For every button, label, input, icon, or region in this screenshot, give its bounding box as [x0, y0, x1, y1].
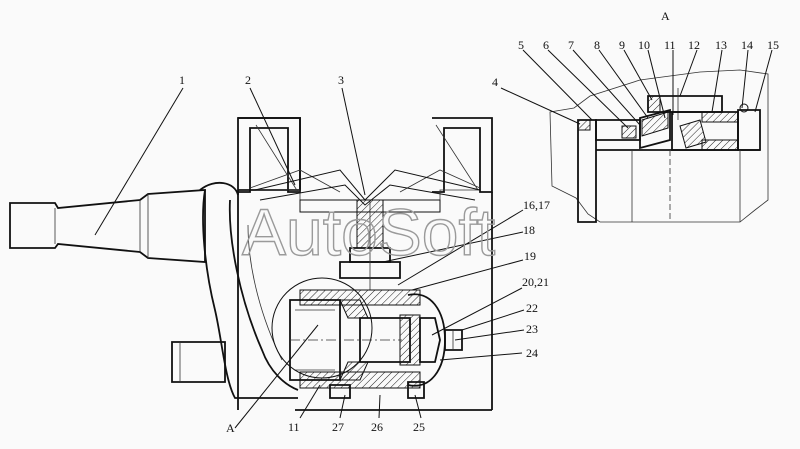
callout-22: 22: [526, 301, 538, 315]
section-label-a: A: [226, 421, 235, 435]
callout-10: 10: [638, 38, 650, 52]
center-bolt: [339, 199, 401, 290]
axle-spindle: [9, 189, 206, 263]
callout-4: 4: [492, 75, 498, 89]
callout-16-17: 16,17: [523, 198, 550, 212]
callout-24: 24: [526, 346, 538, 360]
callout-3: 3: [338, 73, 344, 87]
callout-6: 6: [543, 38, 549, 52]
lower-stub: [171, 341, 226, 383]
callout-13: 13: [715, 38, 727, 52]
hub-assembly: [271, 277, 463, 399]
detail-leader-lines: [500, 49, 773, 129]
callout-12: 12: [688, 38, 700, 52]
callout-7: 7: [568, 38, 574, 52]
callout-9: 9: [619, 38, 625, 52]
watermark-text: AutoSoft: [242, 195, 495, 269]
callout-11: 11: [664, 38, 676, 52]
callout-2: 2: [245, 73, 251, 87]
callout-25: 25: [413, 420, 425, 434]
callout-19: 19: [524, 249, 536, 263]
callout-15: 15: [767, 38, 779, 52]
detail-view-a: A: [492, 9, 779, 223]
callout-27: 27: [332, 420, 344, 434]
callout-20-21: 20,21: [522, 275, 549, 289]
leader-lines: [94, 87, 525, 429]
callout-14: 14: [741, 38, 753, 52]
main-callout-labels: 1 2 3 16,17 18 19 20,21 22 23 24 25 26 2…: [179, 73, 550, 435]
main-assembly-view: AutoSoft 1 2 3 16,17 18 19 20,21 22 23 2…: [9, 73, 550, 435]
callout-8: 8: [594, 38, 600, 52]
callout-18: 18: [523, 223, 535, 237]
callout-11-main: 11: [288, 420, 300, 434]
callout-26: 26: [371, 420, 383, 434]
detail-view-title: A: [661, 9, 670, 23]
callout-1: 1: [179, 73, 185, 87]
detail-callout-labels: 4 5 6 7 8 9 10 11 12 13 14 15: [492, 38, 779, 89]
callout-23: 23: [526, 322, 538, 336]
callout-5: 5: [518, 38, 524, 52]
